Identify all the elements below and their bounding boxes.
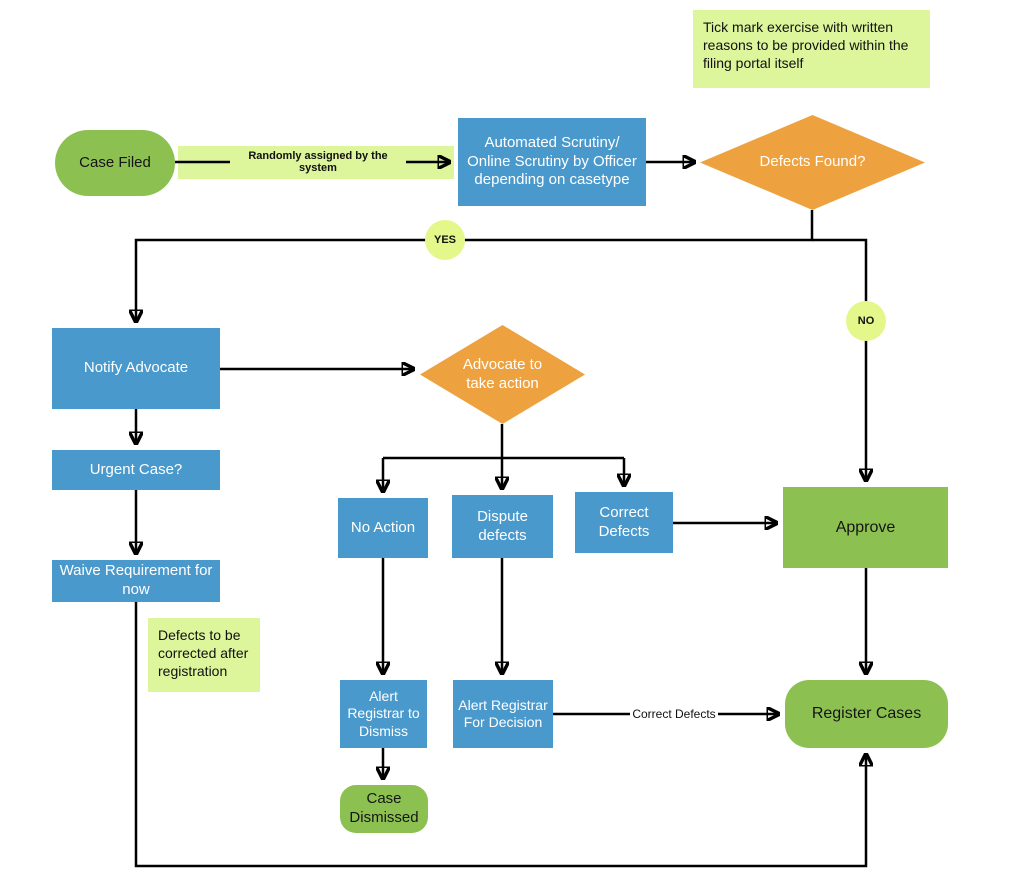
node-alert-registrar-decision: Alert Registrar For Decision xyxy=(453,680,553,748)
node-decision-defects-found: Defects Found? xyxy=(700,115,925,210)
edge-waive-register xyxy=(134,602,866,868)
node-case-dismissed: Case Dismissed xyxy=(340,785,428,833)
node-correct-defects: Correct Defects xyxy=(575,492,673,553)
diamond-shape xyxy=(420,325,585,424)
node-urgent-case: Urgent Case? xyxy=(52,450,220,490)
node-alert-registrar-dismiss: Alert Registrar to Dismiss xyxy=(340,680,427,748)
edge-label-yes: YES xyxy=(425,220,465,260)
edge-label-no: NO xyxy=(846,301,886,341)
node-approve: Approve xyxy=(783,487,948,568)
node-register-cases: Register Cases xyxy=(785,680,948,748)
node-dispute-defects: Dispute defects xyxy=(452,495,553,558)
sticky-note-defects-corrected: Defects to be corrected after registrati… xyxy=(148,618,260,692)
edge-label-correct-defects: Correct Defects xyxy=(630,703,718,725)
node-decision-advocate-action: Advocate to take action xyxy=(420,325,585,424)
node-case-filed: Case Filed xyxy=(55,130,175,196)
decision-label: Defects Found? xyxy=(759,153,866,171)
edge-defects-yes-notify xyxy=(136,210,814,321)
node-automated-scrutiny: Automated Scrutiny/ Online Scrutiny by O… xyxy=(458,118,646,206)
edge-label-randomly-assigned: Randomly assigned by the system xyxy=(230,150,406,174)
diamond-shape xyxy=(700,115,925,210)
edge-defects-no-approve xyxy=(812,238,866,480)
node-notify-advocate: Notify Advocate xyxy=(52,328,220,409)
sticky-note-tick-mark: Tick mark exercise with written reasons … xyxy=(693,10,930,88)
node-no-action: No Action xyxy=(338,498,428,558)
node-waive-requirement: Waive Requirement for now xyxy=(52,560,220,602)
decision-label: Advocate to take action xyxy=(462,355,543,392)
